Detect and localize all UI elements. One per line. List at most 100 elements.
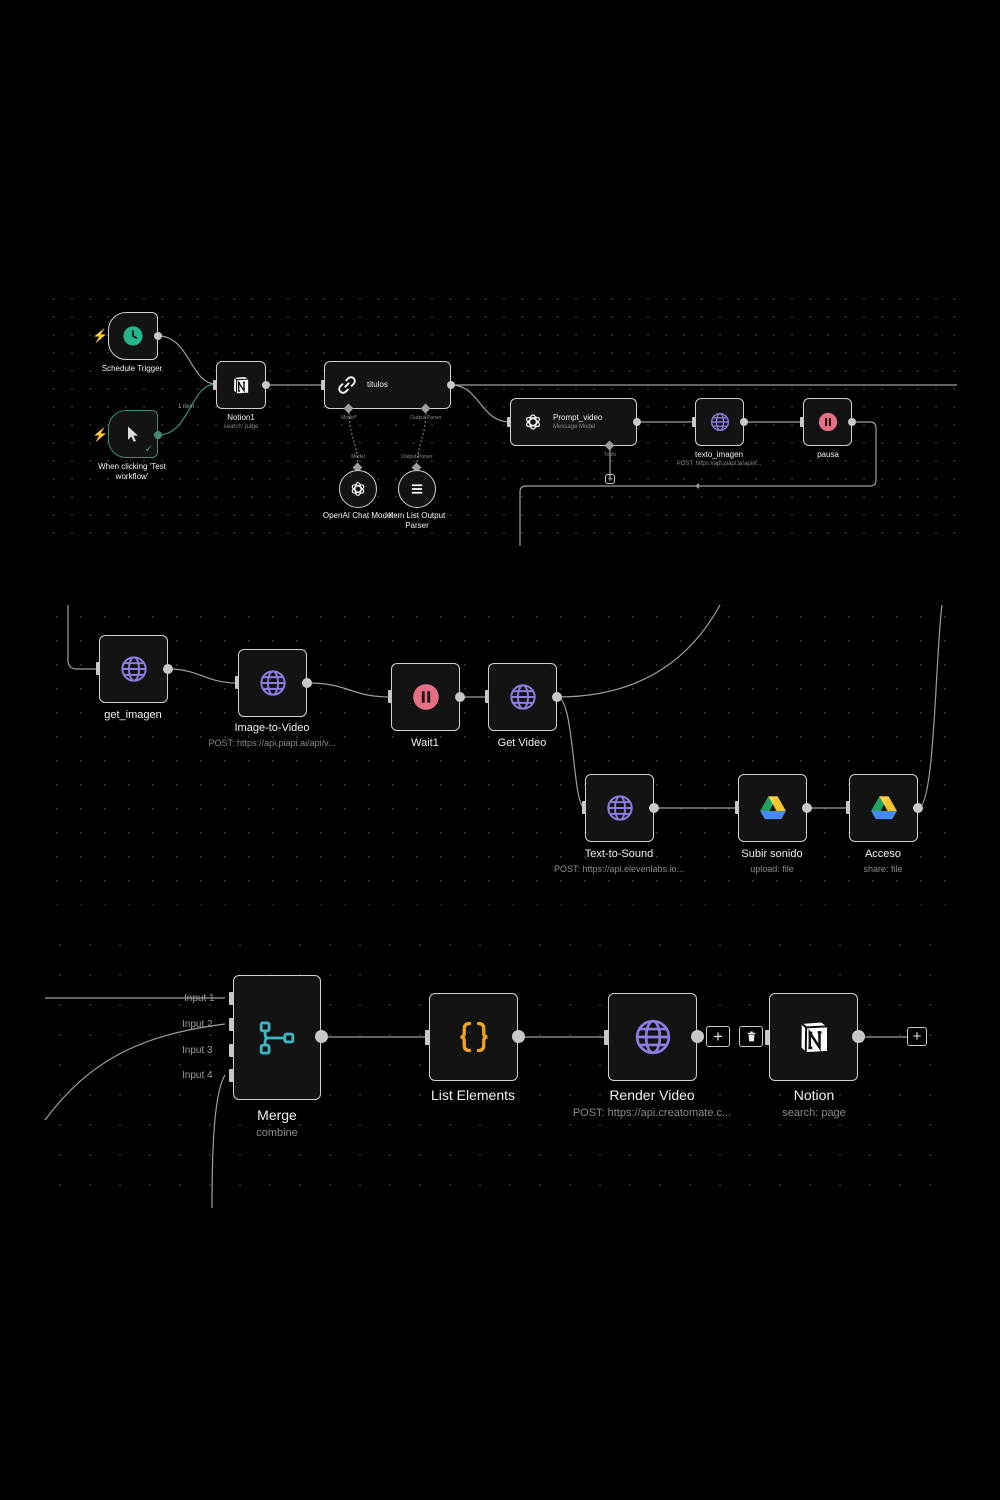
image-to-video-node[interactable] bbox=[238, 649, 307, 717]
pausa-label: pausa bbox=[817, 450, 839, 459]
input-port[interactable] bbox=[96, 662, 100, 675]
output-port[interactable] bbox=[262, 381, 270, 389]
input-port[interactable] bbox=[235, 676, 239, 689]
output-port[interactable] bbox=[315, 1030, 328, 1043]
input-port[interactable] bbox=[846, 801, 850, 814]
manual-trigger-node[interactable]: ✓ bbox=[108, 410, 158, 458]
output-port[interactable] bbox=[447, 381, 455, 389]
input-port[interactable] bbox=[735, 801, 739, 814]
notion1-subtitle: search: page bbox=[223, 424, 259, 430]
pause-icon bbox=[818, 412, 838, 432]
input-port[interactable] bbox=[604, 1030, 609, 1045]
add-next-node-button[interactable]: + bbox=[907, 1027, 927, 1046]
prompt-video-node[interactable]: Prompt_video Message Model bbox=[510, 398, 637, 446]
notion1-label: Notion1 bbox=[227, 413, 255, 422]
output-port[interactable] bbox=[852, 1030, 865, 1043]
output-port[interactable] bbox=[552, 692, 562, 702]
input-port[interactable] bbox=[582, 801, 586, 814]
prompt-video-subtitle: Message Model bbox=[553, 424, 596, 430]
output-port[interactable] bbox=[154, 332, 162, 340]
merge-node[interactable] bbox=[233, 975, 321, 1100]
delete-connection-button[interactable] bbox=[739, 1026, 763, 1047]
link-chain-icon bbox=[337, 375, 357, 395]
notion-node[interactable] bbox=[769, 993, 858, 1081]
openai-icon bbox=[349, 480, 367, 498]
notion-label: Notion bbox=[793, 1087, 835, 1103]
output-port[interactable] bbox=[163, 664, 173, 674]
openai-icon bbox=[523, 412, 543, 432]
trash-icon bbox=[745, 1030, 758, 1043]
tools-port-label: Tools bbox=[604, 452, 616, 458]
output-port[interactable] bbox=[740, 418, 748, 426]
input-port[interactable] bbox=[321, 380, 325, 390]
input-port[interactable] bbox=[507, 417, 511, 427]
notion-icon bbox=[230, 374, 252, 396]
input-port[interactable] bbox=[485, 690, 489, 703]
globe-icon bbox=[606, 794, 634, 822]
output-port[interactable] bbox=[691, 1030, 704, 1043]
parser-label-line1: Item List Output bbox=[388, 511, 446, 520]
google-drive-icon bbox=[759, 795, 787, 821]
input-port[interactable] bbox=[692, 417, 696, 427]
add-tool-button[interactable]: + bbox=[605, 474, 615, 484]
item-count-label: 1 item bbox=[178, 404, 195, 410]
merge-input-4-label: Input 4 bbox=[182, 1070, 213, 1081]
output-parser-port-label: Output Parser bbox=[410, 415, 442, 421]
parser-label-line2: Parser bbox=[405, 521, 429, 530]
braces-icon bbox=[456, 1019, 492, 1055]
merge-input-3-port[interactable] bbox=[229, 1044, 234, 1057]
get-imagen-node[interactable] bbox=[99, 635, 168, 703]
merge-input-1-port[interactable] bbox=[229, 992, 234, 1005]
item-list-output-parser-label: Item List Output Parser bbox=[389, 511, 445, 531]
output-port[interactable] bbox=[455, 692, 465, 702]
output-port[interactable] bbox=[802, 803, 812, 813]
render-video-label: Render Video bbox=[609, 1087, 695, 1103]
get-video-node[interactable] bbox=[488, 663, 557, 731]
merge-input-2-label: Input 2 bbox=[182, 1019, 213, 1030]
acceso-node[interactable] bbox=[849, 774, 918, 842]
acceso-subtitle: share: file bbox=[863, 864, 903, 874]
notion-icon bbox=[794, 1017, 834, 1057]
list-icon bbox=[408, 480, 426, 498]
output-port[interactable] bbox=[154, 431, 162, 439]
input-port[interactable] bbox=[388, 690, 392, 703]
trigger-bolt-icon: ⚡ bbox=[92, 427, 109, 442]
openai-chat-model-label: OpenAI Chat Model bbox=[322, 511, 394, 520]
get-video-label: Get Video bbox=[497, 737, 547, 749]
input-port[interactable] bbox=[213, 380, 217, 390]
titulos-node[interactable]: titulos bbox=[324, 361, 451, 409]
list-elements-node[interactable] bbox=[429, 993, 518, 1081]
image-to-video-subtitle: POST: https://api.piapi.ai/api/v... bbox=[208, 738, 336, 748]
pausa-node[interactable] bbox=[803, 398, 852, 446]
schedule-trigger-node[interactable] bbox=[108, 312, 158, 360]
trigger-bolt-icon: ⚡ bbox=[92, 328, 109, 343]
output-parser-target-label: Output Parser bbox=[401, 454, 433, 460]
output-port[interactable] bbox=[848, 418, 856, 426]
merge-input-2-port[interactable] bbox=[229, 1018, 234, 1031]
add-node-button[interactable]: + bbox=[706, 1026, 730, 1047]
render-video-node[interactable] bbox=[608, 993, 697, 1081]
input-port[interactable] bbox=[765, 1030, 770, 1045]
success-check-icon: ✓ bbox=[144, 444, 153, 455]
subir-sonido-node[interactable] bbox=[738, 774, 807, 842]
output-port[interactable] bbox=[512, 1030, 525, 1043]
prompt-video-label: Prompt_video bbox=[553, 413, 603, 422]
canvas-section-2[interactable] bbox=[45, 605, 957, 905]
text-to-sound-node[interactable] bbox=[585, 774, 654, 842]
output-port[interactable] bbox=[649, 803, 659, 813]
input-port[interactable] bbox=[800, 417, 804, 427]
wait1-node[interactable] bbox=[391, 663, 460, 731]
titulos-label: titulos bbox=[367, 380, 388, 389]
texto-imagen-node[interactable] bbox=[695, 398, 744, 446]
output-port[interactable] bbox=[633, 418, 641, 426]
output-port[interactable] bbox=[913, 803, 923, 813]
merge-input-3-label: Input 3 bbox=[182, 1045, 213, 1056]
openai-chat-model-node[interactable] bbox=[339, 470, 377, 508]
input-port[interactable] bbox=[425, 1030, 430, 1045]
output-port[interactable] bbox=[302, 678, 312, 688]
notion1-node[interactable] bbox=[216, 361, 266, 409]
merge-input-4-port[interactable] bbox=[229, 1069, 234, 1082]
item-list-output-parser-node[interactable] bbox=[398, 470, 436, 508]
globe-icon bbox=[710, 412, 730, 432]
